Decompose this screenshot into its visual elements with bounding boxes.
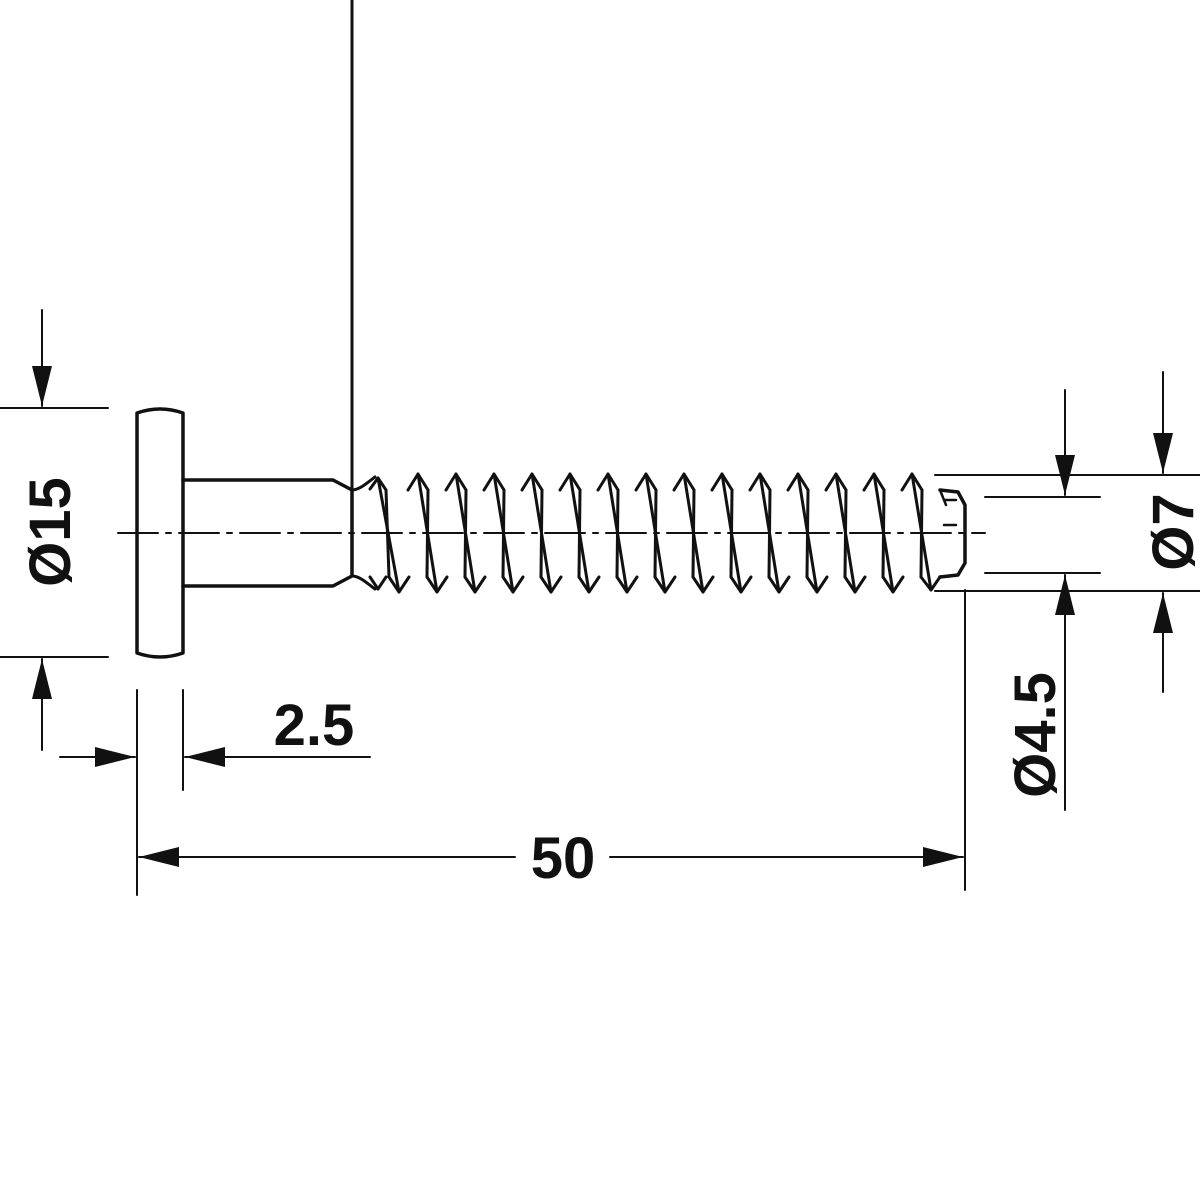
thread-diameter-dimension [934,371,1200,693]
core-diameter-dimension [984,389,1101,811]
screw-thread [350,0,942,594]
head-thickness-dimension [59,689,371,896]
overall-length-dimension [138,589,966,891]
overall-length-label: 50 [531,826,596,891]
head-diameter-dimension [0,309,109,751]
screw-head [135,407,185,659]
core-diameter-label: Ø4.5 [1003,672,1068,798]
thread-diameter-label: Ø7 [1141,493,1200,570]
head-diameter-label: Ø15 [18,477,83,587]
screw-tip [938,488,967,579]
head-thickness-label: 2.5 [274,693,355,758]
screw-tip-slot [938,488,958,527]
